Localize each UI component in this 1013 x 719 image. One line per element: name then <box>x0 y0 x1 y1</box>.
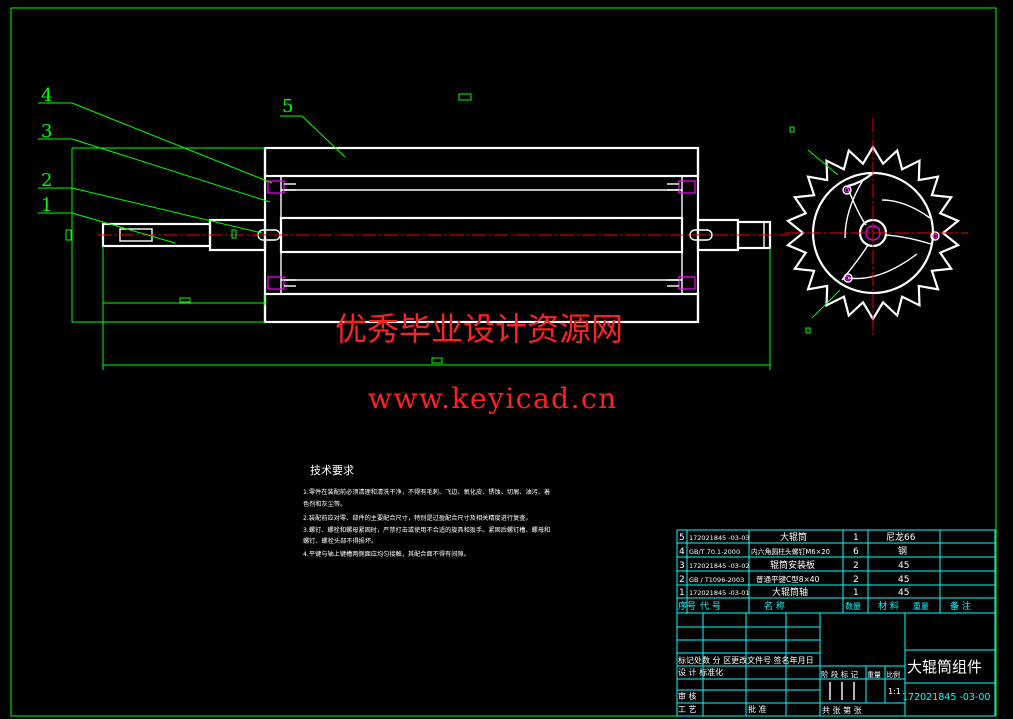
bom-code: GB/T 70.1-2000 <box>689 548 740 556</box>
dimension-lines <box>65 93 811 370</box>
bom-code: 172021845 -03-01 <box>689 589 750 597</box>
bom-no: 5 <box>679 533 685 543</box>
gear-end-view <box>785 118 968 335</box>
bom-mat: 钢 <box>898 545 907 557</box>
drawing-code: 172021845 -03-00 <box>902 692 990 703</box>
bom-mat: 45 <box>898 561 909 571</box>
balloon-3: 3 <box>41 121 52 142</box>
drawing-name: 大辊筒组件 <box>907 658 982 676</box>
bom-no: 2 <box>679 575 685 585</box>
title-sheet: 共 张 第 张 <box>822 705 862 715</box>
roller-section-view <box>98 146 790 324</box>
bom-qty: 1 <box>853 588 859 598</box>
tech-title: 技术要求 <box>310 464 354 477</box>
tech-line: 3.螺钉、螺栓和螺母紧固时，严禁打击或使用不合适的旋具和扳手。紧固后螺钉槽、螺母… <box>303 526 550 534</box>
balloon-2: 2 <box>41 170 52 191</box>
tech-line: 螺钉、螺栓头部不得损坏。 <box>303 537 377 545</box>
drawing-frame <box>10 7 997 717</box>
watermark-cn: 优秀毕业设计资源网 <box>335 310 623 348</box>
bom-header-no: 序号 <box>678 600 696 612</box>
title-scale-value: 1:1 <box>888 687 901 696</box>
bom-no: 3 <box>679 561 685 571</box>
title-stage: 阶 段 标 记 <box>821 669 859 679</box>
bom-qty: 1 <box>853 533 859 543</box>
bom-header-code: 代 号 <box>700 601 721 612</box>
bom-qty: 2 <box>853 575 859 585</box>
bom-name: 大辊筒 <box>780 531 807 543</box>
title-marks-row: 标记处数 分 区更改文件号 签名年月日 <box>678 655 814 665</box>
bom-header-remark: 备 注 <box>950 600 971 612</box>
bom-header-qty: 数量 <box>845 601 861 611</box>
tech-line: 2.装配前应对零、部件的主要配合尺寸，特别是过盈配合尺寸及相关精度进行复查。 <box>303 514 532 522</box>
bom-mat: 45 <box>898 588 909 598</box>
title-approve: 批 准 <box>748 704 767 714</box>
balloon-1: 1 <box>41 195 52 216</box>
bill-of-materials: 5 172021845 -03-03 大辊筒 1 尼龙66 4 GB/T 70.… <box>676 529 996 614</box>
bom-code: 172021845 -03-03 <box>689 534 750 542</box>
roller-top-wall <box>263 146 700 178</box>
bom-header-weight: 重量 <box>913 601 929 611</box>
tech-line: 4.平键与轴上键槽两侧面应均匀接触，其配合面不得有间隙。 <box>303 550 470 558</box>
bom-code: 172021845 -03-02 <box>689 562 750 570</box>
bom-name: 内六角圆柱头螺钉M6×20 <box>751 547 830 556</box>
bom-header-mat: 材 料 <box>878 600 899 612</box>
bom-name: 辊筒安装板 <box>770 559 815 571</box>
bom-no: 1 <box>679 588 685 598</box>
screw-heads <box>267 180 696 290</box>
bom-mat: 45 <box>898 575 909 585</box>
balloon-4: 4 <box>41 85 52 106</box>
watermark-url: www.keyicad.cn <box>368 382 618 415</box>
technical-requirements: 技术要求 1.零件在装配前必须清理和清洗干净，不得有毛刺、飞边、氧化皮、锈蚀、切… <box>303 464 550 558</box>
title-block: 标记处数 分 区更改文件号 签名年月日 设 计 标准化 审 核 工 艺 批 准 … <box>676 612 996 717</box>
title-check: 审 核 <box>678 691 697 701</box>
title-scale: 比例 <box>886 670 900 679</box>
bom-header-name: 名 称 <box>764 600 785 612</box>
bom-mat: 尼龙66 <box>886 531 916 543</box>
title-weight: 重量 <box>867 671 881 679</box>
bom-qty: 2 <box>853 561 859 571</box>
bom-name: 普通平键C型8×40 <box>756 574 820 584</box>
balloon-5: 5 <box>282 96 293 117</box>
bom-code: GB / T1096-2003 <box>689 576 744 584</box>
leader-lines <box>38 102 346 244</box>
bom-no: 4 <box>679 547 685 557</box>
title-process: 工 艺 <box>678 705 697 714</box>
tech-line: 色剂和灰尘等。 <box>303 500 346 508</box>
bom-name: 大辊筒轴 <box>772 586 808 598</box>
bom-qty: 6 <box>853 547 859 557</box>
tech-line: 1.零件在装配前必须清理和清洗干净，不得有毛刺、飞边、氧化皮、锈蚀、切屑、油污、… <box>303 488 550 496</box>
title-design-row: 设 计 标准化 <box>678 667 723 677</box>
